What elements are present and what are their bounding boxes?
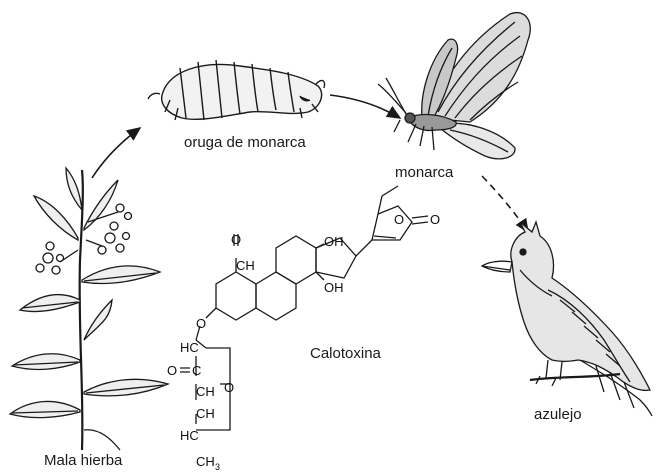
chem-oh-upper: OH — [324, 234, 344, 249]
arrow-caterpillar-to-monarch — [330, 95, 400, 118]
chem-ch3-subscript: 3 — [215, 462, 220, 472]
label-milkweed: Mala hierba — [44, 452, 122, 469]
chem-o-carbonyl: O — [430, 212, 440, 227]
monarch-illustration — [378, 13, 530, 159]
chem-ch-2: CH — [196, 384, 215, 399]
chem-hc-4: HC — [180, 428, 199, 443]
chem-oh-lower: OH — [324, 280, 344, 295]
chem-o-keto: O — [167, 363, 177, 378]
calotoxin-structure — [180, 186, 428, 430]
chem-ch-aldehyde: CH — [236, 258, 255, 273]
label-calotoxin: Calotoxina — [310, 345, 381, 362]
chem-o-ether: O — [196, 316, 206, 331]
bluejay-illustration — [482, 222, 652, 416]
arrow-plant-to-caterpillar — [92, 128, 140, 178]
chem-o-sugar: O — [224, 380, 234, 395]
chem-c-keto: C — [192, 363, 201, 378]
caterpillar-illustration — [148, 60, 325, 120]
chem-o-aldehyde: O — [231, 232, 241, 247]
chem-ch-3: CH — [196, 406, 215, 421]
chem-o-ring-top: O — [394, 212, 404, 227]
label-monarch: monarca — [395, 164, 453, 181]
label-caterpillar: oruga de monarca — [184, 134, 306, 151]
calotoxin-atom-labels: O O O CH OH OH O HC O C CH CH HC CH 3 O — [167, 212, 440, 472]
label-bluejay: azulejo — [534, 406, 582, 423]
chem-ch3: CH — [196, 454, 215, 469]
milkweed-illustration — [10, 168, 168, 450]
chem-hc-1: HC — [180, 340, 199, 355]
